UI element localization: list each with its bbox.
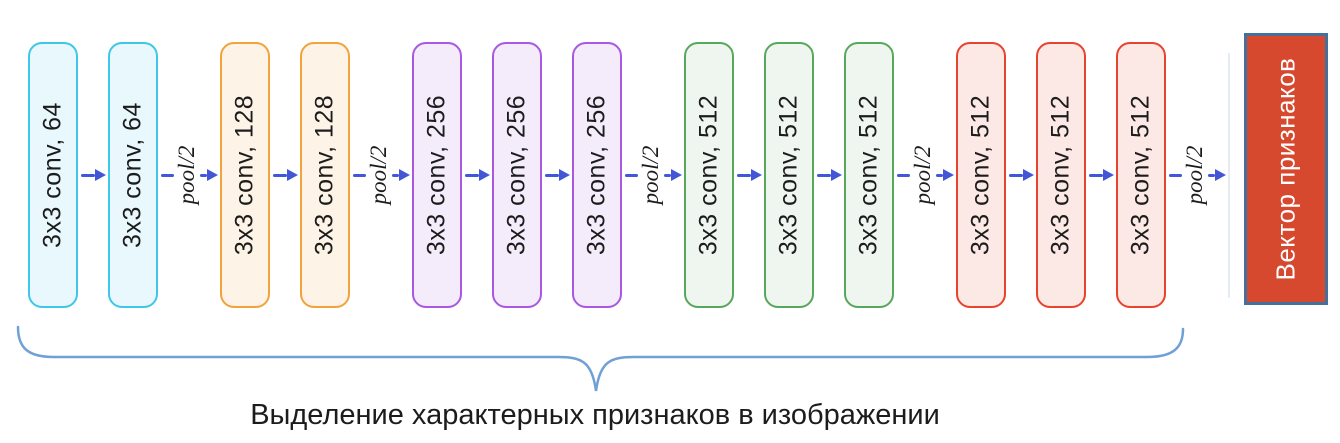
conv256-block-2: 3x3 conv, 256 <box>492 42 542 308</box>
conv256-block-3: 3x3 conv, 256 <box>572 42 622 308</box>
conv64-block-2-label: 3x3 conv, 64 <box>118 102 147 248</box>
conv64-block-2: 3x3 conv, 64 <box>108 42 158 308</box>
conv64-block-1: 3x3 conv, 64 <box>28 42 78 308</box>
conv512a-block-3-label: 3x3 conv, 512 <box>854 94 883 256</box>
arrow-right-icon <box>78 42 108 308</box>
caption: Выделение характерных признаков в изобра… <box>250 399 940 431</box>
pool-label-3: pool/2 <box>638 145 663 205</box>
conv512b-block-2-label: 3x3 conv, 512 <box>1046 94 1075 256</box>
arrow-right-icon <box>1086 42 1116 308</box>
pool-arrow-4: pool/2 <box>894 42 956 308</box>
pool-arrow-1: pool/2 <box>158 42 220 308</box>
arrow-right-icon <box>270 42 300 308</box>
pool-arrow-2: pool/2 <box>350 42 412 308</box>
conv64-block-1-label: 3x3 conv, 64 <box>38 102 67 248</box>
conv128-block-2: 3x3 conv, 128 <box>300 42 350 308</box>
divider-line <box>1228 52 1244 298</box>
arrow-right-icon <box>542 42 572 308</box>
conv128-block-1: 3x3 conv, 128 <box>220 42 270 308</box>
conv256-block-1: 3x3 conv, 256 <box>412 42 462 308</box>
conv128-block-1-label: 3x3 conv, 128 <box>230 94 259 256</box>
conv128-block-2-label: 3x3 conv, 128 <box>310 94 339 256</box>
conv-layers-row: 3x3 conv, 64 3x3 conv, 64 pool/2 3x3 con… <box>28 33 1328 308</box>
arrow-right-icon <box>1006 42 1036 308</box>
conv512b-block-3: 3x3 conv, 512 <box>1116 42 1166 308</box>
conv512b-block-3-label: 3x3 conv, 512 <box>1126 94 1155 256</box>
conv512b-block-2: 3x3 conv, 512 <box>1036 42 1086 308</box>
conv512b-block-1-label: 3x3 conv, 512 <box>966 94 995 256</box>
feature-vector-block: Вектор признаков <box>1244 33 1328 305</box>
conv512b-block-1: 3x3 conv, 512 <box>956 42 1006 308</box>
feature-vector-label: Вектор признаков <box>1270 57 1301 281</box>
conv256-block-3-label: 3x3 conv, 256 <box>582 94 611 256</box>
pool-label-1: pool/2 <box>174 145 199 205</box>
pool-arrow-3: pool/2 <box>622 42 684 308</box>
pool-arrow-5: pool/2 <box>1166 42 1228 308</box>
conv256-block-1-label: 3x3 conv, 256 <box>422 94 451 256</box>
conv512a-block-1-label: 3x3 conv, 512 <box>694 94 723 256</box>
conv512a-block-2: 3x3 conv, 512 <box>764 42 814 308</box>
arrow-right-icon <box>734 42 764 308</box>
conv512a-block-1: 3x3 conv, 512 <box>684 42 734 308</box>
conv512a-block-2-label: 3x3 conv, 512 <box>774 94 803 256</box>
arrow-right-icon <box>814 42 844 308</box>
pool-label-2: pool/2 <box>366 145 391 205</box>
arrow-right-icon <box>462 42 492 308</box>
pool-label-5: pool/2 <box>1182 145 1207 205</box>
conv512a-block-3: 3x3 conv, 512 <box>844 42 894 308</box>
pool-label-4: pool/2 <box>910 145 935 205</box>
conv256-block-2-label: 3x3 conv, 256 <box>502 94 531 256</box>
